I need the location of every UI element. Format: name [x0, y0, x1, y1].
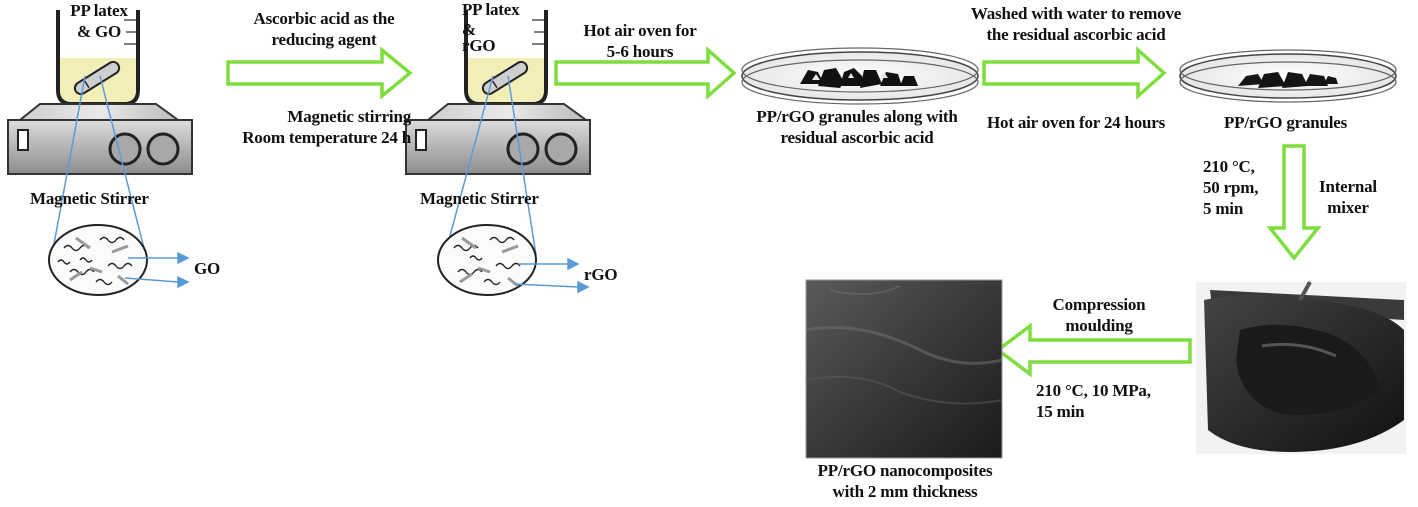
arrow-3 [982, 46, 1167, 100]
arrow-2-top-line1: Hot air oven for [583, 21, 697, 40]
arrow-3-bottom-label: Hot air oven for 24 hours [987, 113, 1166, 132]
arrow-4-right-label: Internal mixer [1308, 176, 1388, 218]
stirrer-2-label: Magnetic Stirrer [420, 189, 539, 208]
stirrer-1-label: Magnetic Stirrer [30, 189, 149, 208]
magnetic-stirrer-2 [405, 103, 591, 175]
arrow-1-top-line2: reducing agent [271, 30, 377, 49]
mixer-product-photo [1196, 281, 1406, 454]
arrow-3-top-label: Washed with water to remove the residual… [946, 3, 1206, 45]
beaker-1-label-line1: PP latex [70, 1, 128, 20]
arrow-4-left-line3: 5 min [1203, 199, 1244, 218]
beaker-1-label-line2: & GO [76, 22, 122, 41]
dish-1-label-line1: PP/rGO granules along with [756, 107, 958, 126]
inset-zoom-1 [48, 75, 148, 296]
dish-1-label: PP/rGO granules along with residual asco… [722, 106, 992, 148]
beaker-2-label-line3: rGO [462, 36, 496, 55]
arrow-1 [226, 46, 413, 100]
final-label: PP/rGO nanocomposites with 2 mm thicknes… [770, 460, 1040, 502]
beaker-2 [464, 10, 548, 106]
arrow-2-top-label: Hot air oven for 5-6 hours [560, 20, 720, 62]
beaker-1-label: PP latex & GO [62, 0, 136, 42]
petri-dish-1 [741, 47, 979, 105]
beaker-2-label: PP latex & rGO [462, 0, 520, 56]
inset-1-label: GO [194, 259, 221, 278]
arrow-4-left-line2: 50 rpm, [1203, 178, 1259, 197]
arrow-3-top-line1: Washed with water to remove [970, 4, 1182, 23]
arrow-5 [995, 322, 1192, 378]
arrow-5-top-label: Compression moulding [1026, 294, 1172, 336]
arrow-1-top-line1: Ascorbic acid as the [253, 9, 395, 28]
arrow-5-top-line2: moulding [1065, 316, 1133, 335]
inset-arrow-rgo [513, 257, 590, 294]
arrow-4-right-line1: Internal [1319, 177, 1377, 196]
arrow-1-bottom-line2: Room temperature 24 h [242, 128, 411, 147]
petri-dish-2 [1179, 49, 1397, 103]
arrow-1-top-label: Ascorbic acid as the reducing agent [224, 8, 424, 50]
beaker-1 [56, 10, 140, 106]
final-label-line1: PP/rGO nanocomposites [817, 461, 993, 480]
arrow-5-bottom-line2: 15 min [1036, 402, 1085, 421]
inset-zoom-2 [437, 75, 537, 296]
final-label-line2: with 2 mm thickness [832, 482, 978, 501]
arrow-2 [554, 46, 737, 100]
beaker-2-label-line2: & [462, 20, 476, 39]
arrow-4 [1266, 144, 1322, 261]
arrow-4-left-label: 210 °C, 50 rpm, 5 min [1203, 156, 1258, 219]
arrow-3-top-line2: the residual ascorbic acid [986, 25, 1166, 44]
arrow-4-left-line1: 210 °C, [1203, 157, 1255, 176]
inset-arrow-go [124, 251, 190, 289]
arrow-5-bottom-line1: 210 °C, 10 MPa, [1036, 381, 1151, 400]
inset-2-label: rGO [584, 265, 618, 284]
arrow-1-bottom-line1: Magnetic stirring [287, 107, 411, 126]
beaker-2-label-line1: PP latex [462, 0, 520, 19]
arrow-5-bottom-label: 210 °C, 10 MPa, 15 min [1036, 380, 1151, 422]
arrow-4-right-line2: mixer [1327, 198, 1369, 217]
final-sheet-photo [805, 279, 1003, 459]
dish-2-label: PP/rGO granules [1224, 113, 1348, 132]
arrow-2-top-line2: 5-6 hours [606, 42, 674, 61]
magnetic-stirrer-1 [7, 103, 193, 175]
dish-1-label-line2: residual ascorbic acid [780, 128, 934, 147]
arrow-1-bottom-label: Magnetic stirring Room temperature 24 h [207, 106, 411, 148]
arrow-5-top-line1: Compression [1052, 295, 1146, 314]
